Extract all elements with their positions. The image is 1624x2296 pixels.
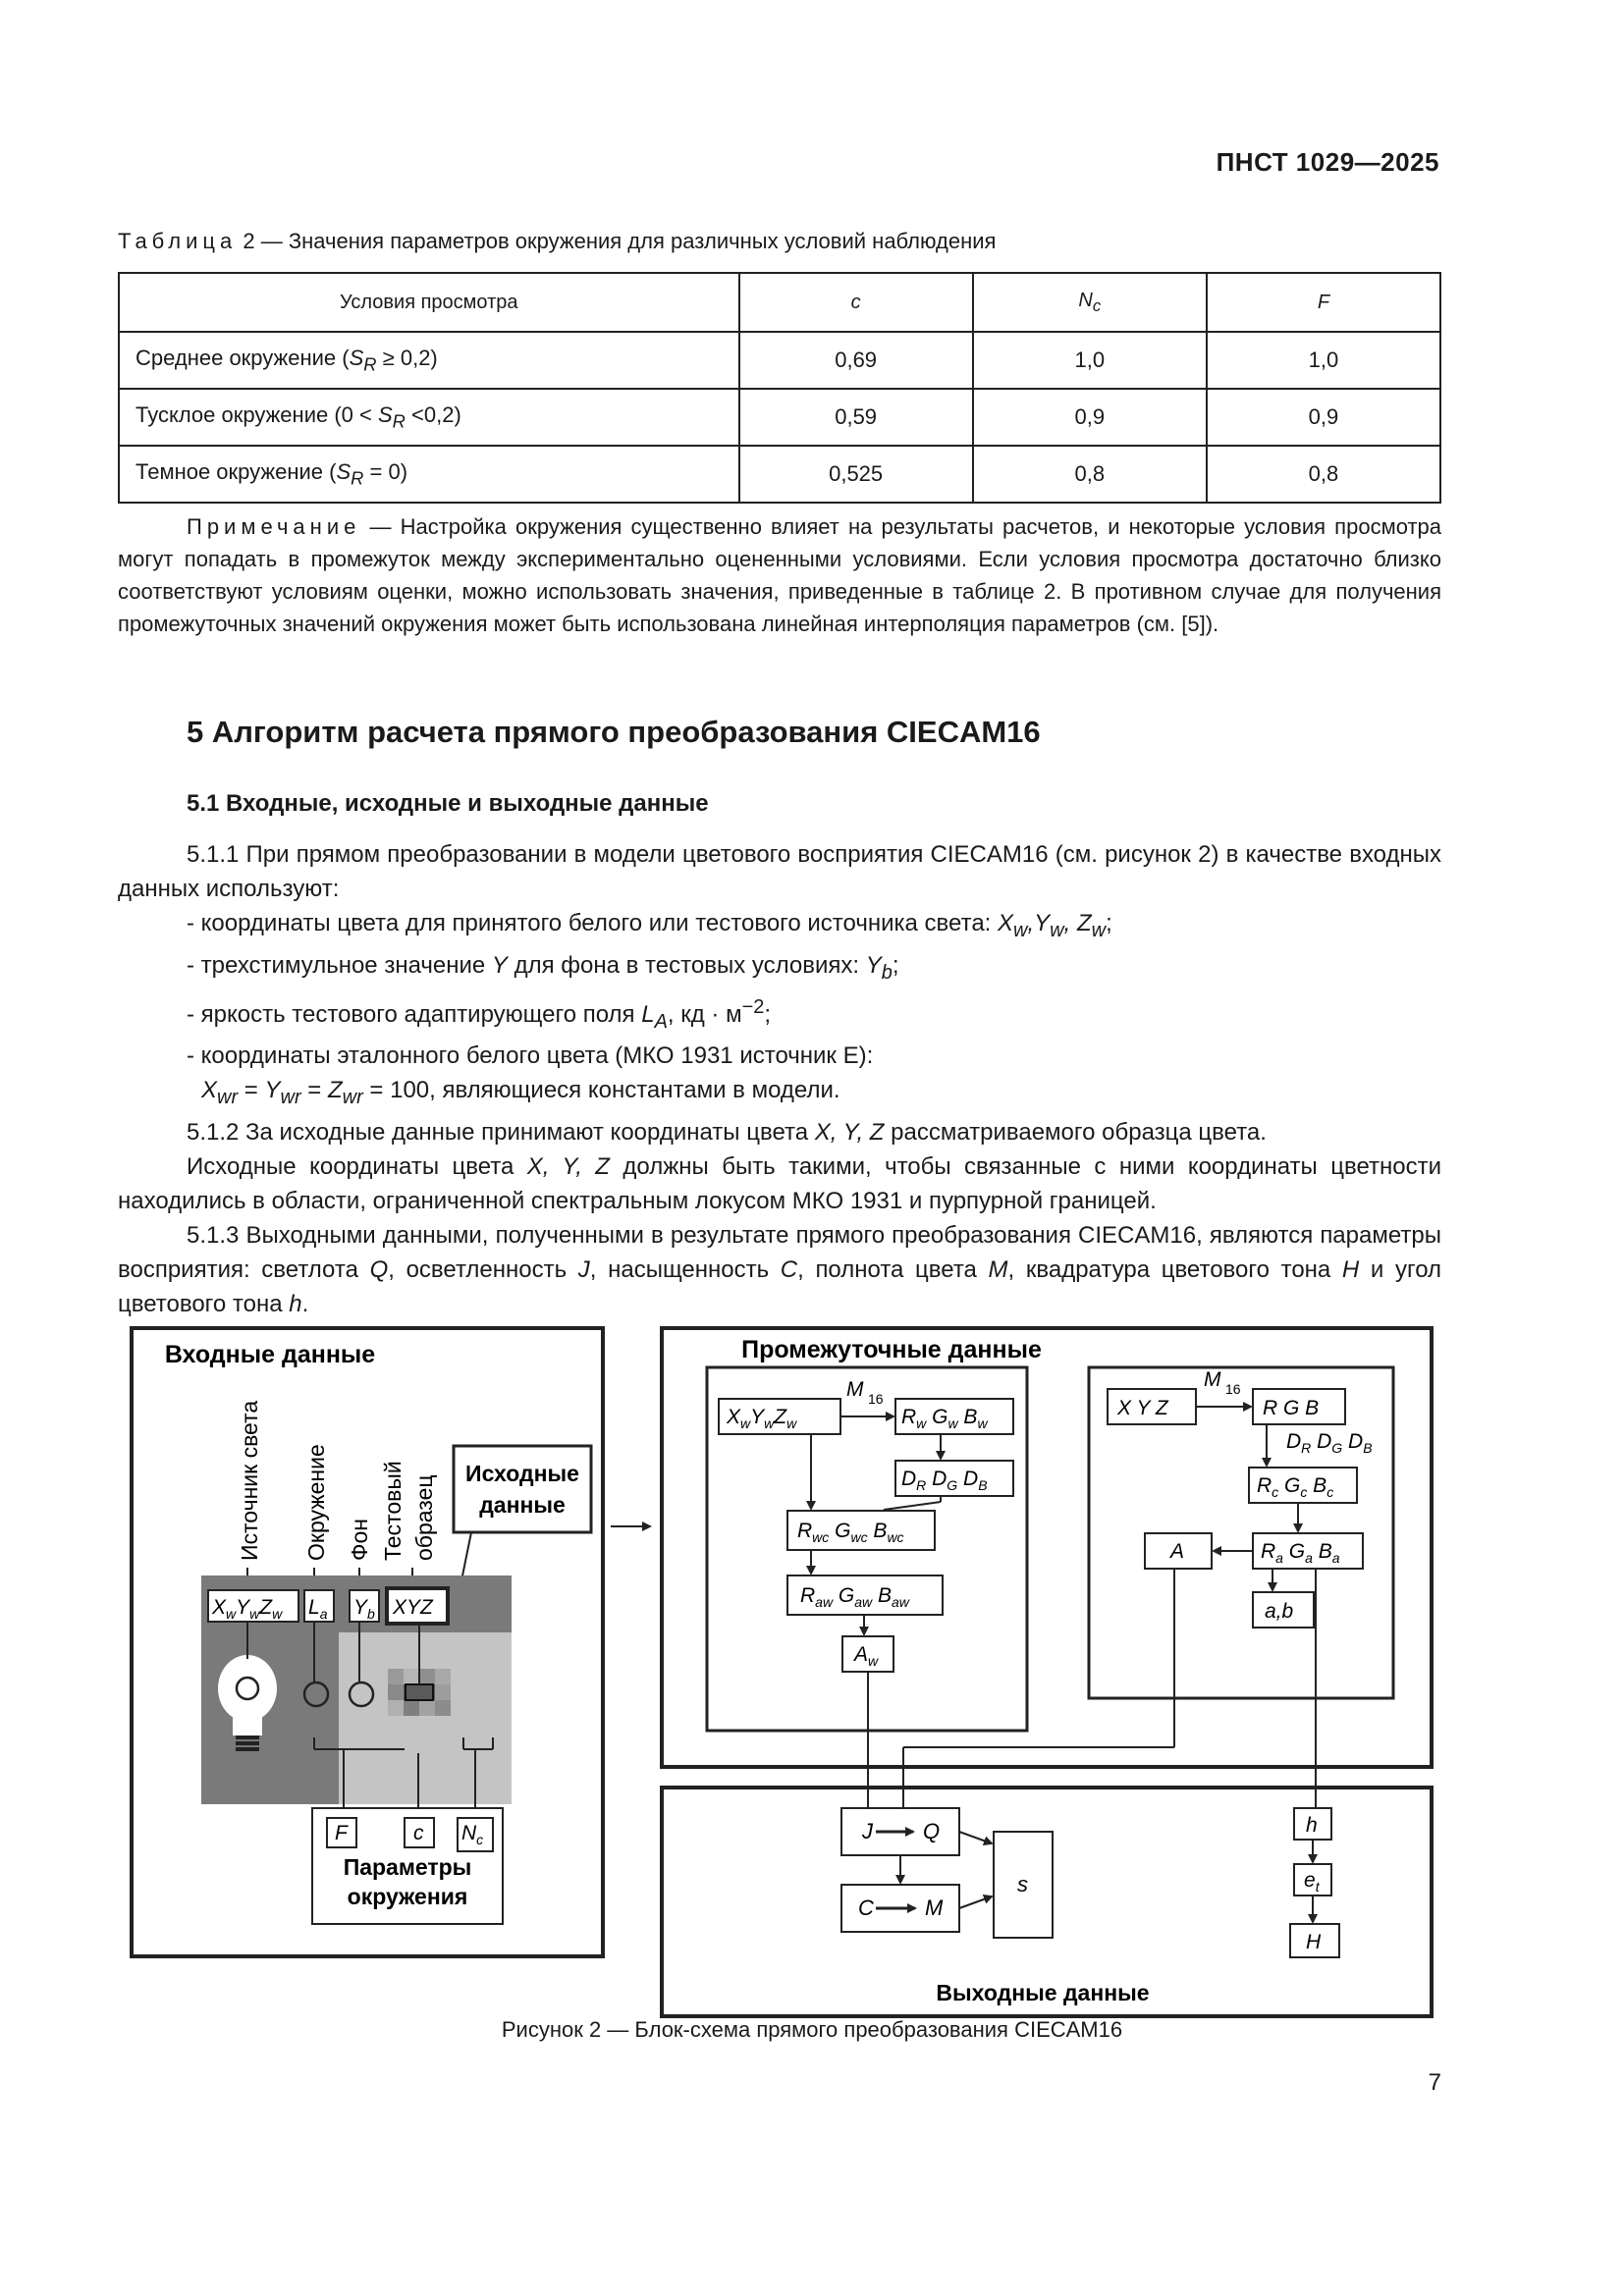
svg-text:C: C	[858, 1896, 874, 1920]
cell-c: 0,69	[737, 331, 974, 390]
svg-text:c: c	[413, 1822, 424, 1844]
section-title: 5 Алгоритм расчета прямого преобразовани…	[187, 715, 1041, 749]
output-title: Выходные данные	[936, 1980, 1149, 2005]
svg-text:s: s	[1017, 1872, 1028, 1896]
svg-text:R G B: R G B	[1263, 1397, 1319, 1419]
header-f: F	[1205, 272, 1442, 333]
table-caption-text: 2 — Значения параметров окружения для ра…	[237, 229, 997, 253]
svg-text:XwYwZw: XwYwZw	[211, 1596, 283, 1622]
xyz-white-box	[207, 1589, 299, 1623]
input-title: Входные данные	[165, 1341, 375, 1368]
header-nc: Nc	[971, 272, 1208, 333]
table-row: Тусклое окружение (0 < SR <0,2) 0,59 0,9…	[118, 388, 1442, 447]
table-header-row: Условия просмотра c Nc F	[118, 272, 1442, 333]
cell-c: 0,525	[737, 445, 974, 504]
svg-text:Aw: Aw	[852, 1643, 879, 1669]
intermediate-data-block: Промежуточные данные XwYwZw M 16 Rw Gw B…	[660, 1326, 1434, 1769]
svg-text:Rw Gw Bw: Rw Gw Bw	[901, 1406, 988, 1431]
table-row: Среднее окружение (SR ≥ 0,2) 0,69 1,0 1,…	[118, 331, 1442, 390]
label-test-sample-1: Тестовый	[380, 1461, 406, 1561]
note-text: — Настройка окружения существенно влияет…	[118, 514, 1441, 636]
cell-f: 0,9	[1205, 388, 1442, 447]
paragraph-5-1-2-cont: Исходные координаты цвета X, Y, Z должны…	[118, 1153, 1441, 1215]
sample-panel	[1087, 1365, 1395, 1700]
svg-text:Rc Gc Bc: Rc Gc Bc	[1257, 1474, 1333, 1500]
svg-text:окружения: окружения	[348, 1884, 468, 1909]
list-item: - яркость тестового адаптирующего поля L…	[187, 995, 772, 1033]
background-patch	[339, 1632, 512, 1804]
svg-text:a,b: a,b	[1265, 1600, 1294, 1623]
list-item: - трехстимульное значение Y для фона в т…	[187, 951, 899, 984]
cell-f: 1,0	[1205, 331, 1442, 390]
table-note: Примечание — Настройка окружения существ…	[118, 510, 1441, 640]
yb-box	[349, 1589, 380, 1623]
table-row: Темное окружение (SR = 0) 0,525 0,8 0,8	[118, 445, 1442, 504]
figure-caption: Рисунок 2 — Блок-схема прямого преобразо…	[501, 2017, 1123, 2042]
svg-text:M: M	[846, 1378, 864, 1401]
paragraph-5-1-2: 5.1.2 За исходные данные принимают коорд…	[187, 1119, 1267, 1147]
xyz-sample-box	[385, 1586, 450, 1626]
header-viewing-conditions: Условия просмотра	[118, 272, 740, 333]
label-test-sample-2: образец	[411, 1474, 437, 1561]
subsection-title: 5.1 Входные, исходные и выходные данные	[187, 790, 709, 817]
svg-text:Параметры: Параметры	[344, 1854, 472, 1880]
light-bulb-icon	[218, 1655, 277, 1751]
cell-nc: 0,9	[971, 388, 1208, 447]
cell-c: 0,59	[737, 388, 974, 447]
svg-text:Ra Ga Ba: Ra Ga Ba	[1261, 1540, 1340, 1566]
section-body: 5.1.1 При прямом преобразовании в модели…	[118, 837, 1441, 1321]
list-item: - координаты цвета для принятого белого …	[187, 910, 1112, 941]
svg-text:данные: данные	[479, 1492, 566, 1518]
list-item: Xwr = Ywr = Zwr = 100, являющиеся конста…	[201, 1077, 840, 1109]
la-box	[303, 1589, 335, 1623]
svg-text:H: H	[1306, 1931, 1322, 1953]
paragraph-5-1-1: 5.1.1 При прямом преобразовании в модели…	[118, 841, 1441, 902]
input-data-block: Входные данные Источник света Окружение …	[130, 1326, 605, 1958]
svg-text:Исходные: Исходные	[465, 1461, 579, 1486]
surround-icon	[302, 1681, 330, 1708]
svg-text:M: M	[1204, 1368, 1221, 1391]
test-sample-mosaic	[388, 1669, 451, 1716]
cell-f: 0,8	[1205, 445, 1442, 504]
connector-lines	[867, 1569, 1317, 1808]
svg-text:Q: Q	[923, 1819, 940, 1843]
intermediate-title: Промежуточные данные	[741, 1336, 1042, 1363]
row-label: Темное окружение (SR = 0)	[118, 445, 740, 504]
row-label: Среднее окружение (SR ≥ 0,2)	[118, 331, 740, 390]
list-item: - координаты эталонного белого цвета (МК…	[187, 1042, 874, 1070]
svg-text:F: F	[335, 1822, 349, 1844]
note-prefix: Примечание	[187, 514, 361, 539]
row-label: Тусклое окружение (0 < SR <0,2)	[118, 388, 740, 447]
svg-text:16: 16	[1225, 1381, 1241, 1397]
svg-text:XwYwZw: XwYwZw	[726, 1406, 797, 1431]
table-caption: Таблица 2 — Значения параметров окружени…	[118, 229, 996, 254]
source-data-box	[452, 1444, 593, 1534]
background-icon	[348, 1681, 375, 1708]
svg-text:XYZ: XYZ	[392, 1596, 434, 1619]
svg-text:16: 16	[868, 1391, 884, 1407]
svg-text:J: J	[861, 1819, 874, 1843]
svg-text:DR DG DB: DR DG DB	[901, 1468, 988, 1493]
svg-text:h: h	[1306, 1814, 1318, 1837]
paragraph-5-1-3: 5.1.3 Выходными данными, полученными в р…	[118, 1222, 1442, 1318]
page-number: 7	[1428, 2069, 1441, 2096]
label-background: Фон	[347, 1519, 372, 1561]
header-c: c	[737, 272, 974, 333]
table-caption-prefix: Таблица	[118, 229, 238, 253]
svg-text:DR DG DB: DR DG DB	[1286, 1430, 1373, 1456]
svg-text:Raw Gaw Baw: Raw Gaw Baw	[800, 1584, 910, 1610]
cell-nc: 1,0	[971, 331, 1208, 390]
svg-text:X Y Z: X Y Z	[1116, 1397, 1169, 1419]
svg-text:A: A	[1168, 1540, 1184, 1563]
environment-table: Условия просмотра c Nc F Среднее окружен…	[118, 272, 1442, 504]
svg-text:M: M	[925, 1896, 944, 1920]
label-light-source: Источник света	[237, 1401, 262, 1561]
cell-nc: 0,8	[971, 445, 1208, 504]
output-data-block: J Q C M s h et H Выходные данные	[660, 1786, 1434, 2018]
label-surround: Окружение	[303, 1444, 329, 1561]
document-code: ПНСТ 1029—2025	[1216, 147, 1439, 177]
